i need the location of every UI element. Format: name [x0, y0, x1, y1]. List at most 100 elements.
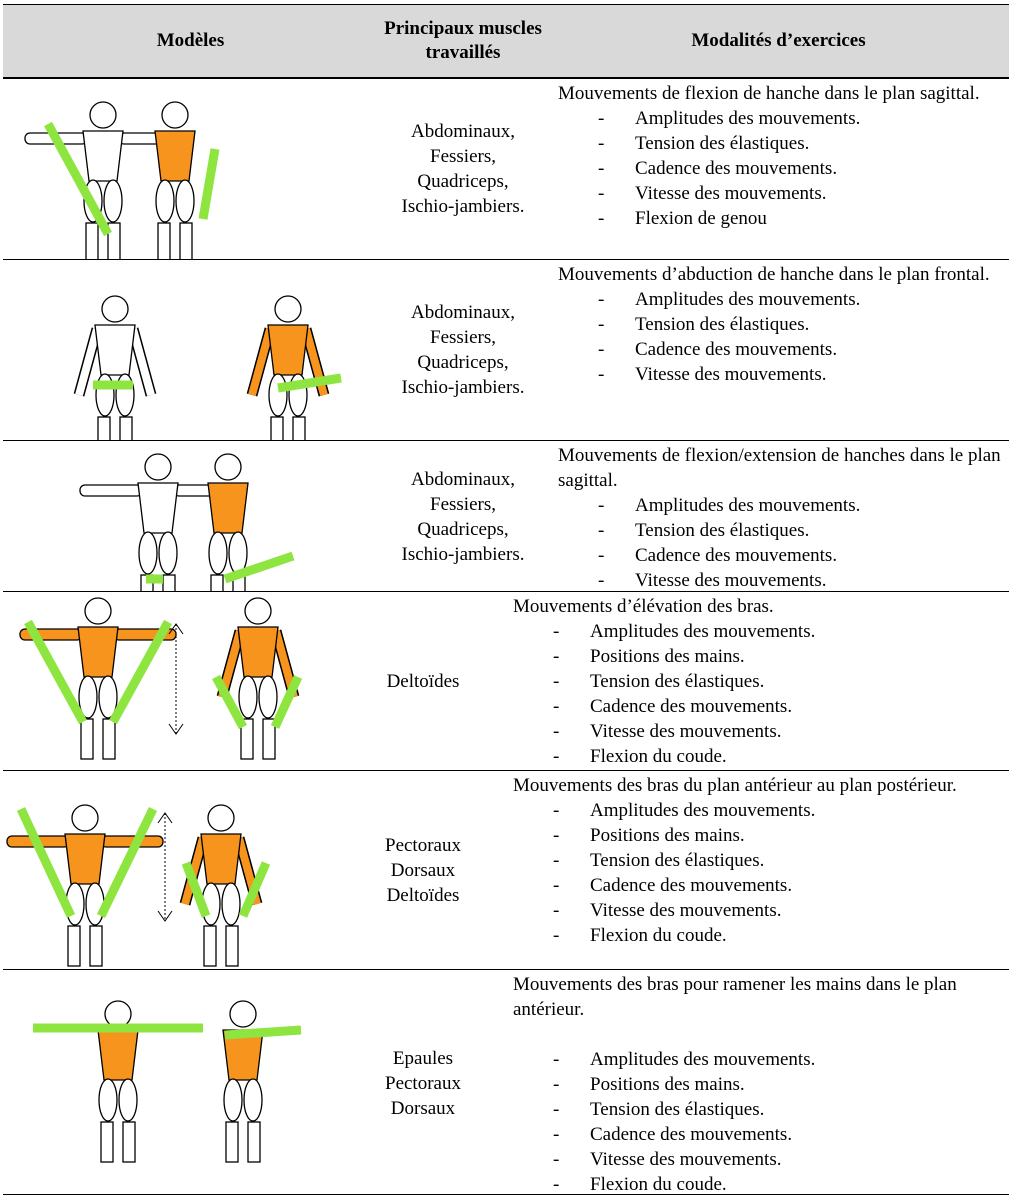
modalities-cell: Mouvements de flexion/extension de hanch…: [548, 441, 1009, 593]
list-item-text: Flexion du coude.: [590, 925, 727, 946]
list-item-text: Amplitudes des mouvements.: [635, 289, 861, 310]
list-item-text: Amplitudes des mouvements.: [635, 108, 861, 129]
list-item: -Cadence des mouvements.: [598, 545, 838, 566]
list-item-text: Tension des élastiques.: [590, 1099, 765, 1120]
modalities-cell: Mouvements d’élévation des bras. -Amplitu…: [503, 592, 1009, 770]
list-item-text: Vitesse des mouvements.: [590, 721, 782, 742]
list-item: -Vitesse des mouvements.: [598, 570, 827, 591]
muscle-label: Ischio-jambiers.: [401, 377, 525, 398]
muscles-cell: Abdominaux, Fessiers, Quadriceps, Ischio-ja…: [378, 79, 548, 259]
list-item-text: Flexion de genou: [635, 208, 767, 229]
muscle-label: Ischio-jambiers.: [401, 544, 525, 565]
modality-intro: Mouvements d’abduction de hanche dans le…: [558, 264, 990, 285]
exercise-illustration: [3, 970, 343, 1197]
list-item-text: Vitesse des mouvements.: [635, 570, 827, 591]
exercise-illustration: [3, 79, 378, 259]
list-item: -Amplitudes des mouvements.: [553, 621, 816, 642]
exercise-illustration: [3, 260, 378, 440]
muscle-label: Epaules: [392, 1048, 454, 1069]
list-item-text: Amplitudes des mouvements.: [635, 495, 861, 516]
muscle-label: Pectoraux: [385, 1073, 461, 1094]
muscle-label: Ischio-jambiers.: [401, 196, 525, 217]
list-item-text: Cadence des mouvements.: [635, 158, 838, 179]
muscle-label: Dorsaux: [390, 1098, 456, 1119]
list-item: -Positions des mains.: [553, 646, 745, 667]
modalities-cell: Mouvements d’abduction de hanche dans le…: [548, 260, 1009, 440]
list-item: -Tension des élastiques.: [553, 671, 765, 692]
list-item: -Amplitudes des mouvements.: [553, 800, 816, 821]
list-item-text: Positions des mains.: [590, 646, 745, 667]
header-muscles: Principaux muscles travaillés: [384, 18, 542, 63]
list-item: -Vitesse des mouvements.: [553, 721, 782, 742]
list-item: -Flexion du coude.: [553, 746, 727, 767]
list-item: -Amplitudes des mouvements.: [598, 495, 861, 516]
modality-intro: Mouvements des bras pour ramener les mai…: [513, 974, 957, 1020]
list-item: -Tension des élastiques.: [598, 520, 810, 541]
list-item-text: Vitesse des mouvements.: [635, 183, 827, 204]
modality-intro: Mouvements d’élévation des bras.: [513, 596, 774, 617]
muscle-label: Deltoïdes: [386, 670, 460, 692]
list-item-text: Tension des élastiques.: [590, 671, 765, 692]
muscle-label: Abdominaux,: [411, 469, 515, 490]
modalities-cell: Mouvements des bras pour ramener les mai…: [503, 970, 1009, 1197]
list-item-text: Amplitudes des mouvements.: [590, 1049, 816, 1070]
list-item: -Flexion de genou: [598, 208, 767, 229]
table-header: Modèles Principaux muscles travaillés Mo…: [3, 4, 1009, 79]
list-item-text: Vitesse des mouvements.: [635, 364, 827, 385]
list-item: -Flexion du coude.: [553, 1174, 727, 1195]
modalities-cell: Mouvements de flexion de hanche dans le …: [548, 79, 1009, 259]
muscle-label: Quadriceps,: [417, 519, 509, 540]
list-item-text: Cadence des mouvements.: [590, 696, 793, 717]
list-item: -Tension des élastiques.: [598, 133, 810, 154]
modality-intro: Mouvements de flexion/extension de hanch…: [558, 445, 1001, 491]
list-item: -Vitesse des mouvements.: [553, 900, 782, 921]
list-item: -Tension des élastiques.: [553, 1099, 765, 1120]
list-item-text: Flexion du coude.: [590, 1174, 727, 1195]
muscles-cell: Abdominaux, Fessiers, Quadriceps, Ischio-ja…: [378, 441, 548, 593]
muscle-label: Fessiers,: [430, 327, 496, 348]
muscle-label: Fessiers,: [430, 494, 496, 515]
exercise-illustration: [3, 592, 343, 770]
list-item: -Tension des élastiques.: [553, 850, 765, 871]
list-item-text: Tension des élastiques.: [590, 850, 765, 871]
table-row: Abdominaux, Fessiers, Quadriceps, Ischio-ja…: [3, 79, 1009, 260]
list-item: -Vitesse des mouvements.: [598, 183, 827, 204]
muscle-label: Fessiers,: [430, 146, 496, 167]
list-item-text: Cadence des mouvements.: [590, 875, 793, 896]
list-item-text: Tension des élastiques.: [635, 133, 810, 154]
list-item: -Tension des élastiques.: [598, 314, 810, 335]
list-item: -Cadence des mouvements.: [553, 1124, 793, 1145]
modalities-cell: Mouvements des bras du plan antérieur au…: [503, 771, 1009, 969]
list-item-text: Cadence des mouvements.: [590, 1124, 793, 1145]
list-item: -Flexion du coude.: [553, 925, 727, 946]
muscle-label: Quadriceps,: [417, 171, 509, 192]
muscle-label: Abdominaux,: [411, 121, 515, 142]
list-item-text: Vitesse des mouvements.: [590, 900, 782, 921]
list-item-text: Tension des élastiques.: [635, 314, 810, 335]
exercise-illustration: [3, 441, 378, 593]
modality-intro: Mouvements des bras du plan antérieur au…: [513, 775, 957, 796]
muscle-label: Quadriceps,: [417, 352, 509, 373]
list-item: -Cadence des mouvements.: [553, 696, 793, 717]
list-item-text: Amplitudes des mouvements.: [590, 800, 816, 821]
header-models: Modèles: [156, 30, 225, 51]
muscles-cell: Deltoïdes: [343, 592, 503, 770]
list-item: -Cadence des mouvements.: [553, 875, 793, 896]
list-item: -Vitesse des mouvements.: [553, 1149, 782, 1170]
exercise-table: Modèles Principaux muscles travaillés Mo…: [3, 4, 1009, 1195]
muscle-label: Dorsaux: [390, 859, 456, 881]
header-modalities: Modalités d’exercices: [691, 30, 866, 51]
muscles-cell: Abdominaux,Fessiers,Quadriceps,Ischio-ja…: [378, 260, 548, 440]
list-item: -Amplitudes des mouvements.: [598, 289, 861, 310]
list-item-text: Positions des mains.: [590, 1074, 745, 1095]
list-item-text: Flexion du coude.: [590, 746, 727, 767]
modality-intro: Mouvements de flexion de hanche dans le …: [558, 83, 980, 104]
muscle-label: Deltoïdes: [386, 884, 460, 906]
list-item-text: Cadence des mouvements.: [635, 339, 838, 360]
list-item-text: Positions des mains.: [590, 825, 745, 846]
list-item-text: Amplitudes des mouvements.: [590, 621, 816, 642]
list-item: -Positions des mains.: [553, 1074, 745, 1095]
